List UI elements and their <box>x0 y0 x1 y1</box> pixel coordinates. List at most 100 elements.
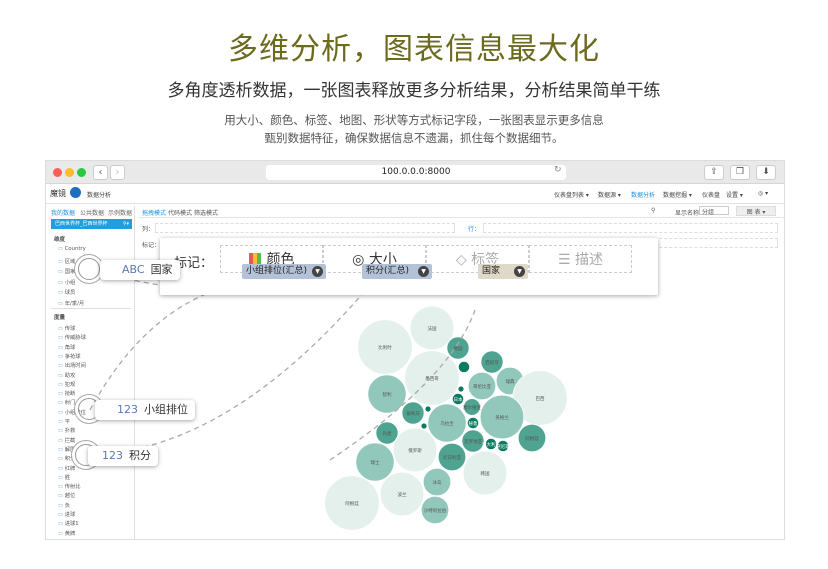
bubble[interactable] <box>427 403 467 443</box>
search-icon[interactable]: ⚲▾ <box>122 221 129 227</box>
dropdown-icon[interactable]: ▼ <box>312 266 323 277</box>
mark-description[interactable]: ☰ 描述 <box>529 245 632 273</box>
measure-field[interactable]: 进球1 <box>58 519 79 527</box>
measure-field[interactable]: 小组排位 <box>58 408 86 416</box>
measure-field[interactable]: 进球 <box>58 510 76 518</box>
tab-public-data[interactable]: 公共数据 <box>80 210 105 217</box>
app-logo[interactable]: 魔镜 <box>50 189 66 198</box>
measure-field[interactable]: 扑救 <box>58 426 76 434</box>
close-dot[interactable] <box>53 168 62 177</box>
menu-dashboard[interactable]: 仪表盘 <box>702 192 721 199</box>
measure-field[interactable]: 平 <box>58 417 70 425</box>
menu-data-analysis[interactable]: 数据分析 <box>631 192 656 199</box>
bubble[interactable] <box>424 405 432 413</box>
measure-field[interactable]: 射门 <box>58 398 76 406</box>
dataset-select[interactable]: 巴西世界杯_巴西世界杯⚲▾ <box>51 219 132 229</box>
minimize-dot[interactable] <box>65 168 74 177</box>
measure-field[interactable]: 犯规 <box>58 380 76 388</box>
bubble[interactable] <box>484 437 498 451</box>
bubble[interactable] <box>496 439 510 453</box>
tab-sample-data[interactable]: 示例数据 <box>108 210 133 217</box>
bubble[interactable] <box>467 371 497 401</box>
dimension-field[interactable]: 国家 <box>58 267 76 275</box>
column-shelf[interactable] <box>155 223 455 233</box>
bubble[interactable] <box>367 374 407 414</box>
size-pill[interactable]: 积分(汇总)▼ <box>362 264 432 279</box>
bubble[interactable] <box>457 385 465 393</box>
menu-settings[interactable]: 设置 ▾ <box>726 192 743 199</box>
tag-icon: ◇ <box>455 252 472 268</box>
bubble[interactable] <box>463 398 481 416</box>
bubble[interactable] <box>355 442 395 482</box>
dimension-field[interactable]: 球员 <box>58 288 76 296</box>
bubble[interactable] <box>466 416 480 430</box>
tab-drag-mode[interactable]: 拖拽模式 <box>142 210 167 217</box>
measure-field[interactable]: 胜 <box>58 473 70 481</box>
bubble[interactable] <box>446 336 470 360</box>
bubble[interactable] <box>409 305 455 351</box>
maximize-dot[interactable] <box>77 168 86 177</box>
bubble[interactable] <box>404 350 460 406</box>
measure-field[interactable]: 解围 <box>58 445 76 453</box>
bubble[interactable] <box>517 423 547 453</box>
forward-button[interactable]: › <box>110 165 125 180</box>
share-icon[interactable]: ⇪ <box>704 165 724 180</box>
bubble[interactable] <box>420 495 450 525</box>
measure-field[interactable]: 角球 <box>58 343 76 351</box>
measure-field[interactable]: 红牌 <box>58 464 76 472</box>
bubble-label: 智利 <box>383 391 392 398</box>
back-button[interactable]: ‹ <box>93 165 108 180</box>
tab-code-mode[interactable]: 代码模式 <box>168 210 193 217</box>
tab-filter-mode[interactable]: 筛选模式 <box>194 210 219 217</box>
measure-field[interactable]: 传球 <box>58 324 76 332</box>
measure-field[interactable]: 积分 <box>58 454 76 462</box>
measure-field[interactable]: 拦截 <box>58 436 76 444</box>
bubble[interactable] <box>437 442 467 472</box>
address-bar[interactable]: 100.0.0.0:8000 <box>266 165 566 180</box>
row-shelf[interactable] <box>483 223 778 233</box>
tabs-icon[interactable]: ❐ <box>730 165 750 180</box>
measure-field[interactable]: 负 <box>58 501 70 509</box>
bubble[interactable] <box>480 350 504 374</box>
label-pill[interactable]: 国家▼ <box>478 264 528 279</box>
measure-field[interactable]: 黄牌 <box>58 529 76 537</box>
menu-dashboard-list[interactable]: 仪表盘列表 ▾ <box>554 192 589 199</box>
bubble[interactable] <box>462 450 508 496</box>
reload-icon[interactable]: ↻ <box>554 165 562 175</box>
measure-field[interactable]: 出场时间 <box>58 361 86 369</box>
dimension-field[interactable]: Country <box>58 246 86 252</box>
bubble[interactable] <box>461 429 485 453</box>
menu-datasource[interactable]: 数据源 ▾ <box>598 192 621 199</box>
download-icon[interactable]: ⬇ <box>756 165 776 180</box>
bubble[interactable] <box>357 319 413 375</box>
bubble[interactable] <box>420 422 428 430</box>
color-pill[interactable]: 小组排位(汇总)▼ <box>242 264 326 279</box>
user-menu[interactable]: ◎ ▾ <box>758 190 769 197</box>
dimension-field[interactable]: 年/季/月 <box>58 299 84 307</box>
bubble[interactable] <box>379 471 425 517</box>
menu-data-mining[interactable]: 数据挖掘 ▾ <box>663 192 692 199</box>
tab-my-data[interactable]: 我的数据 <box>51 210 76 217</box>
measure-field[interactable]: 抢断 <box>58 389 76 397</box>
dropdown-icon[interactable]: ▼ <box>514 266 525 277</box>
measure-field[interactable]: 传射比 <box>58 482 81 490</box>
type-badge: ABC <box>122 263 145 276</box>
measure-field[interactable]: 传威胁球 <box>58 333 86 341</box>
zoom-icon[interactable]: ⚲ <box>651 207 656 214</box>
measure-field[interactable]: 助攻 <box>58 371 76 379</box>
chart-type-button[interactable]: 图 表 ▾ <box>736 206 776 216</box>
measure-field[interactable]: 争抢球 <box>58 352 81 360</box>
display-name-input[interactable]: 分组 <box>699 206 729 216</box>
dimension-field[interactable]: 区域 <box>58 257 76 265</box>
bubble[interactable] <box>457 360 471 374</box>
dropdown-icon[interactable]: ▼ <box>418 266 429 277</box>
bubble[interactable] <box>375 421 399 445</box>
bubble[interactable] <box>401 401 425 425</box>
bubble[interactable] <box>451 392 465 406</box>
bubble[interactable] <box>479 394 525 440</box>
bubble[interactable] <box>324 475 380 531</box>
dimension-field[interactable]: 小组 <box>58 278 76 286</box>
bubble[interactable] <box>422 467 452 497</box>
measure-field[interactable]: 越位 <box>58 491 76 499</box>
bubble[interactable] <box>392 427 438 473</box>
